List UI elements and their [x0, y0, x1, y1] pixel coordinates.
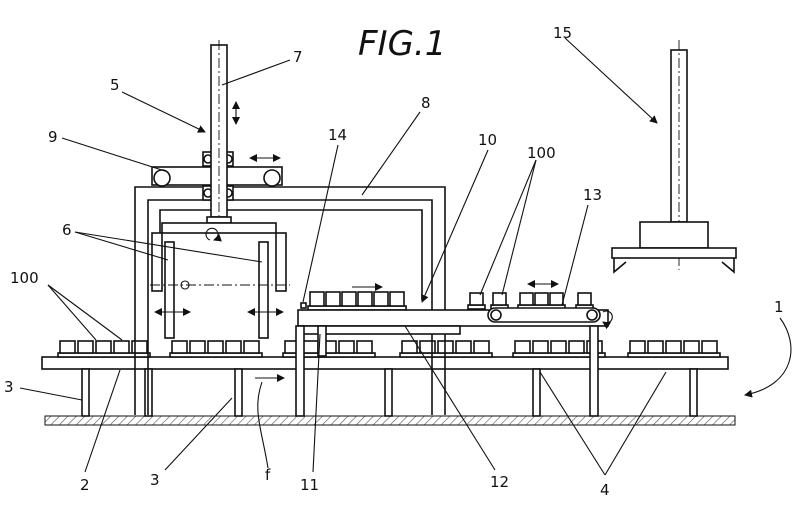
container — [683, 340, 700, 354]
label-3-center: 3 — [150, 471, 160, 489]
container — [357, 291, 373, 307]
container — [189, 340, 206, 354]
label-100-right: 100 — [527, 144, 556, 162]
label-f: f — [265, 466, 271, 484]
container — [701, 340, 718, 354]
container — [302, 340, 319, 354]
container — [309, 291, 325, 307]
label-3-left: 3 — [4, 378, 14, 396]
label-5: 5 — [110, 76, 120, 94]
pickup-robot — [611, 40, 737, 274]
label-8: 8 — [421, 94, 431, 112]
label-14: 14 — [328, 126, 347, 144]
container — [207, 340, 224, 354]
container — [532, 340, 549, 354]
container — [647, 340, 664, 354]
gripper-head — [150, 222, 290, 339]
container — [243, 340, 260, 354]
belt-conveyor — [487, 307, 601, 323]
label-100-left: 100 — [10, 269, 39, 287]
container — [341, 291, 357, 307]
label-9: 9 — [48, 128, 58, 146]
container — [550, 340, 567, 354]
label-11: 11 — [300, 476, 319, 494]
motion-arrows — [154, 101, 792, 398]
label-12: 12 — [490, 473, 509, 491]
container — [665, 340, 682, 354]
container — [534, 292, 549, 306]
container — [171, 340, 188, 354]
container — [455, 340, 472, 354]
container — [577, 292, 592, 306]
container — [568, 340, 585, 354]
container — [469, 292, 484, 306]
container — [113, 340, 130, 354]
container — [473, 340, 490, 354]
container — [514, 340, 531, 354]
label-2: 2 — [80, 476, 90, 494]
container — [325, 291, 341, 307]
container — [519, 292, 534, 306]
vertical-column — [206, 40, 232, 230]
floor-hatching — [44, 415, 736, 426]
label-10: 10 — [478, 131, 497, 149]
container — [373, 291, 389, 307]
container — [492, 292, 507, 306]
label-6: 6 — [62, 221, 72, 239]
conveyor-legs — [81, 368, 698, 417]
label-15: 15 — [553, 24, 572, 42]
container — [59, 340, 76, 354]
container — [629, 340, 646, 354]
container — [77, 340, 94, 354]
figure-title: FIG.1 — [358, 24, 446, 64]
container — [95, 340, 112, 354]
label-1: 1 — [774, 298, 784, 316]
leader-lines — [19, 37, 667, 476]
label-4: 4 — [600, 481, 610, 499]
container — [356, 340, 373, 354]
container — [549, 292, 564, 306]
container — [389, 291, 405, 307]
label-7: 7 — [293, 48, 303, 66]
conveyor-bed — [41, 356, 729, 370]
container — [225, 340, 242, 354]
label-13: 13 — [583, 186, 602, 204]
container — [338, 340, 355, 354]
container — [401, 340, 418, 354]
